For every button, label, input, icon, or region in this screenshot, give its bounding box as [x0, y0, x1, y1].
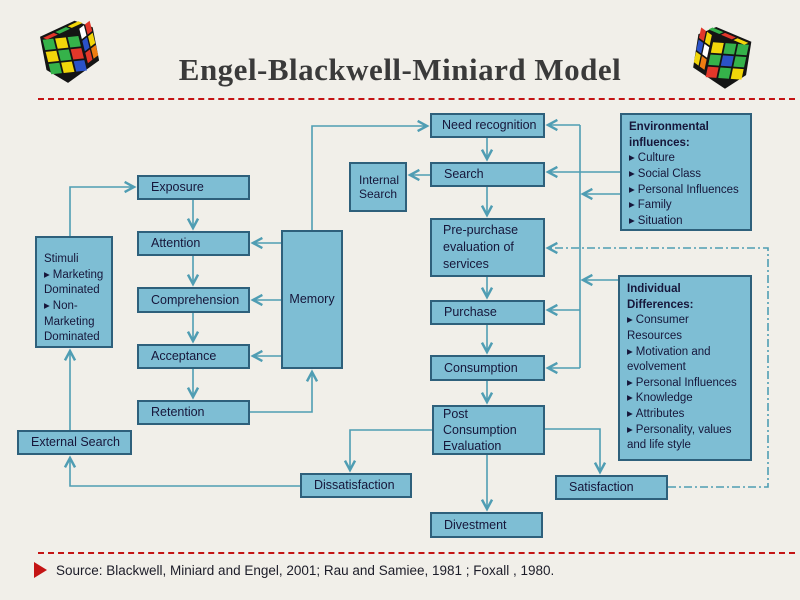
node-consumption: Consumption: [430, 355, 545, 381]
node-satisfaction: Satisfaction: [555, 475, 668, 500]
list-item: ▸Personality, values and life style: [627, 423, 732, 452]
node-stimuli: Stimuli ▸Marketing Dominated ▸Non-Market…: [35, 236, 113, 348]
node-internal-search: Internal Search: [349, 162, 407, 212]
page-title: Engel-Blackwell-Miniard Model: [178, 52, 622, 87]
bullet-icon: ▸: [629, 199, 635, 212]
header-divider: [38, 98, 795, 100]
list-item: ▸Situation: [629, 214, 683, 227]
node-post-consumption-evaluation: Post Consumption Evaluation: [432, 405, 545, 455]
source-text: Source: Blackwell, Miniard and Engel, 20…: [56, 562, 555, 578]
list-item: ▸Family: [629, 199, 672, 212]
bullet-icon: ▸: [44, 299, 50, 312]
list-item: ▸Culture: [629, 152, 675, 165]
bullet-icon: ▸: [627, 423, 633, 436]
node-memory: Memory: [281, 230, 343, 369]
bullet-icon: ▸: [629, 183, 635, 196]
panel-title: Environmental influences:: [629, 121, 709, 149]
source-row: Source: Blackwell, Miniard and Engel, 20…: [34, 562, 774, 578]
list-item: ▸Attributes: [627, 408, 685, 420]
node-individual-differences: Individual Differences: ▸Consumer Resour…: [618, 275, 752, 461]
bullet-icon: ▸: [627, 392, 633, 405]
list-item: ▸Consumer Resources: [627, 314, 689, 342]
bullet-icon: ▸: [627, 314, 633, 327]
node-external-search: External Search: [17, 430, 132, 455]
rubiks-cube-icon: [693, 26, 752, 89]
list-item: ▸Personal Influences: [627, 376, 737, 389]
bullet-icon: ▸: [627, 345, 633, 358]
list-item: ▸Motivation and evolvement: [627, 345, 711, 374]
bullet-icon: ▸: [627, 408, 633, 420]
node-need-recognition: Need recognition: [430, 113, 545, 138]
red-triangle-icon: [34, 562, 47, 578]
node-retention: Retention: [137, 400, 250, 425]
node-attention: Attention: [137, 231, 250, 256]
node-environmental-influences: Environmental influences: ▸Culture ▸Soci…: [620, 113, 752, 231]
list-item: ▸Marketing Dominated: [44, 268, 104, 297]
panel-title: Stimuli: [44, 253, 79, 265]
panel-title: Individual Differences:: [627, 283, 694, 311]
list-item: ▸Non-Marketing Dominated: [44, 299, 100, 344]
node-purchase: Purchase: [430, 300, 545, 325]
node-exposure: Exposure: [137, 175, 250, 200]
bullet-icon: ▸: [629, 214, 635, 227]
list-item: ▸Personal Influences: [629, 183, 739, 196]
rubiks-cube-icon: [40, 20, 100, 83]
node-comprehension: Comprehension: [137, 287, 250, 313]
list-item: ▸Knowledge: [627, 392, 693, 405]
bullet-icon: ▸: [44, 268, 50, 281]
bullet-icon: ▸: [629, 152, 635, 165]
node-divestment: Divestment: [430, 512, 543, 538]
node-pre-purchase-evaluation: Pre-purchase evaluation of services: [430, 218, 545, 277]
bullet-icon: ▸: [627, 376, 633, 389]
bullet-icon: ▸: [629, 167, 635, 180]
footer-divider: [38, 552, 795, 554]
node-acceptance: Acceptance: [137, 344, 250, 369]
list-item: ▸Social Class: [629, 167, 702, 180]
node-search: Search: [430, 162, 545, 187]
node-dissatisfaction: Dissatisfaction: [300, 473, 412, 498]
